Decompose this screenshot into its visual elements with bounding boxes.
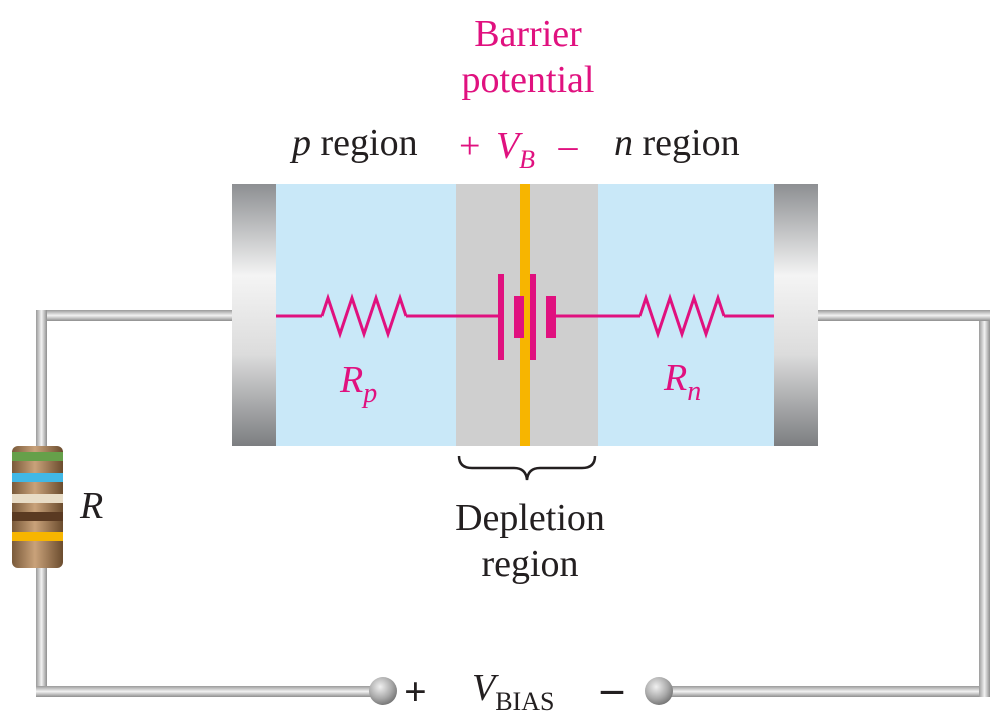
zigzag-resistor-icon	[638, 293, 726, 339]
circuit-wire	[36, 310, 990, 697]
left-contact	[232, 184, 276, 446]
resistor-r	[12, 446, 63, 568]
barrier-potential-label: Barrier	[474, 13, 582, 55]
depletion-region-label: Depletion	[455, 497, 605, 539]
depletion-region-label-2: region	[481, 543, 578, 585]
bias-minus-sign: –	[600, 664, 624, 713]
battery-cell-icon	[498, 274, 556, 360]
rn-label: Rn	[663, 357, 701, 407]
right-contact	[774, 184, 818, 446]
bias-plus-sign: +	[404, 669, 427, 714]
internal-circuit	[276, 293, 774, 339]
n-region-label: n region	[614, 122, 740, 164]
terminal-dot-icon	[369, 677, 397, 705]
barrier-potential-label-2: potential	[462, 59, 595, 101]
vb-label: + VB –	[459, 125, 579, 177]
diode-body	[232, 184, 818, 446]
zigzag-resistor-icon	[320, 293, 408, 339]
junction-line	[520, 184, 530, 446]
depletion-brace	[457, 455, 597, 481]
p-region-label: p region	[289, 122, 418, 164]
r-label: R	[79, 485, 103, 527]
rp-label: Rp	[339, 359, 377, 409]
terminal-dot-icon	[645, 677, 673, 705]
vbias-label: VBIAS	[472, 667, 554, 715]
